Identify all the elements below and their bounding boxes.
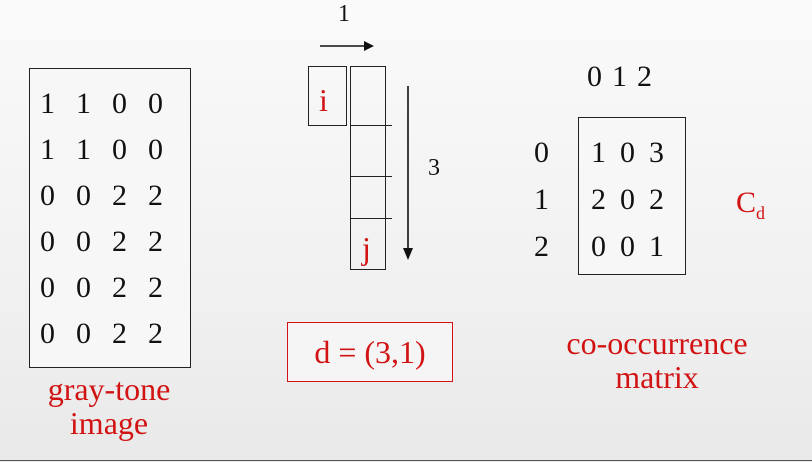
horizontal-offset-label: 1 <box>338 1 350 27</box>
gray-image-caption: gray-tone image <box>14 372 204 440</box>
gray-cell: 0 <box>76 225 91 258</box>
gray-cell: 2 <box>112 179 127 212</box>
matrix-symbol-main: C <box>736 186 757 219</box>
matrix-cell: 2 <box>649 183 664 216</box>
matrix-symbol: Cd <box>736 188 765 228</box>
matrix-cell: 0 <box>591 230 606 263</box>
gray-cell: 0 <box>76 271 91 304</box>
matrix-cell: 0 <box>620 183 635 216</box>
gray-cell: 2 <box>148 317 163 350</box>
matrix-col-header: 2 <box>637 60 652 93</box>
horizontal-arrow-icon <box>320 41 374 51</box>
gray-cell: 0 <box>76 317 91 350</box>
gray-cell: 2 <box>112 317 127 350</box>
matrix-row-header: 1 <box>534 183 549 216</box>
strip-divider <box>350 176 392 177</box>
matrix-symbol-subscript: d <box>756 203 766 223</box>
gray-cell: 1 <box>40 87 55 120</box>
pixel-j-label: j <box>362 230 371 266</box>
gray-cell: 1 <box>76 87 91 120</box>
column-strip <box>350 66 386 270</box>
matrix-row-header: 0 <box>534 136 549 169</box>
matrix-cell: 1 <box>591 136 606 169</box>
gray-cell: 0 <box>40 317 55 350</box>
matrix-cell: 2 <box>591 183 606 216</box>
matrix-row-header: 2 <box>534 230 549 263</box>
strip-divider <box>350 218 392 219</box>
pixel-i-label: i <box>319 82 328 118</box>
matrix-cell: 1 <box>649 230 664 263</box>
matrix-caption: co-occurrence matrix <box>532 326 782 394</box>
gray-cell: 2 <box>112 271 127 304</box>
matrix-caption-line2: matrix <box>615 359 699 395</box>
gray-cell: 0 <box>40 271 55 304</box>
matrix-cell: 0 <box>620 136 635 169</box>
vertical-offset-label: 3 <box>428 155 440 181</box>
gray-cell: 1 <box>40 133 55 166</box>
strip-divider <box>350 125 392 126</box>
gray-cell: 2 <box>148 225 163 258</box>
matrix-col-header: 0 <box>587 60 602 93</box>
gray-cell: 1 <box>76 133 91 166</box>
pixel-i-cell <box>308 66 347 126</box>
gray-cell: 2 <box>112 225 127 258</box>
bottom-divider <box>0 460 812 461</box>
gray-cell: 0 <box>112 133 127 166</box>
matrix-cell: 3 <box>649 136 664 169</box>
gray-cell: 2 <box>148 179 163 212</box>
gray-image-caption-line2: image <box>69 405 149 441</box>
gray-cell: 0 <box>148 87 163 120</box>
matrix-col-header: 1 <box>612 60 627 93</box>
gray-cell: 0 <box>76 179 91 212</box>
vertical-arrow-icon <box>403 86 413 260</box>
displacement-formula-box: d = (3,1) <box>287 322 453 382</box>
matrix-caption-line1: co-occurrence <box>566 325 748 361</box>
gray-cell: 0 <box>40 225 55 258</box>
gray-image-caption-line1: gray-tone <box>47 371 171 407</box>
gray-cell: 2 <box>148 271 163 304</box>
gray-cell: 0 <box>148 133 163 166</box>
gray-cell: 0 <box>112 87 127 120</box>
gray-cell: 0 <box>40 179 55 212</box>
matrix-cell: 0 <box>620 230 635 263</box>
